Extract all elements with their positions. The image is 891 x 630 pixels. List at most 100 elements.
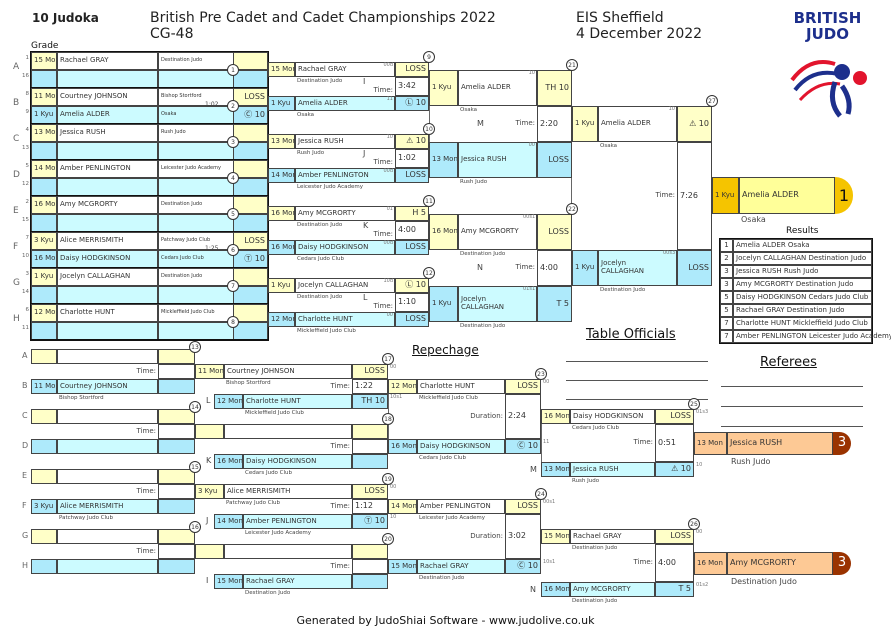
match-score[interactable]: LOSS	[395, 62, 429, 77]
competitor-grade[interactable]	[31, 469, 57, 484]
match-score[interactable]	[352, 544, 388, 559]
match-time[interactable]: 3:02	[505, 514, 541, 559]
result-entry[interactable]: Jocelyn CALLAGHAN Destination Judo	[733, 252, 872, 265]
competitor-grade[interactable]: 12 Mon	[388, 379, 417, 394]
match-score[interactable]: Ⓣ 10	[352, 514, 388, 529]
competitor-grade[interactable]: 13 Mon	[268, 134, 295, 149]
competitor-grade[interactable]: 11 Mon	[31, 88, 57, 106]
competitor-name[interactable]: Amber PENLINGTON	[243, 514, 352, 529]
bronze-place[interactable]: 3	[833, 552, 851, 575]
competitor-name[interactable]: Courtney JOHNSON	[57, 379, 158, 394]
competitor-grade[interactable]: 3 Kyu	[31, 232, 57, 250]
result-place[interactable]: 2	[720, 252, 733, 265]
match-score[interactable]: TH 10	[352, 394, 388, 409]
competitor-grade[interactable]: 16 Mon	[31, 196, 57, 214]
competitor-club[interactable]: Destination Judo	[158, 268, 233, 286]
match-score[interactable]	[233, 160, 268, 178]
competitor-grade[interactable]: 1 Kyu	[268, 278, 295, 293]
match-time[interactable]: 1:22	[352, 379, 388, 394]
competitor-grade[interactable]	[31, 214, 57, 232]
competitor-club[interactable]: Leicester Judo Academy	[158, 160, 233, 178]
match-score[interactable]	[233, 124, 268, 142]
competitor-name[interactable]: Rachael GRAY	[243, 574, 352, 589]
competitor-name[interactable]: Amelia ALDER	[57, 106, 158, 124]
competitor-grade[interactable]: 15 Mon	[31, 52, 57, 70]
competitor-club[interactable]: Bishop Stortford	[158, 88, 233, 106]
competitor-grade[interactable]: 16 Mon	[31, 250, 57, 268]
match-score[interactable]: LOSS	[505, 499, 541, 514]
competitor-grade[interactable]	[31, 349, 57, 364]
match-score[interactable]	[158, 379, 195, 394]
winner-name[interactable]: Amelia ALDER	[739, 177, 835, 214]
match-score[interactable]: LOSS	[233, 88, 268, 106]
match-time[interactable]: 2:24	[505, 394, 541, 439]
competitor-club[interactable]	[158, 214, 233, 232]
competitor-club[interactable]: Cedars Judo Club	[158, 250, 233, 268]
competitor-grade[interactable]	[31, 529, 57, 544]
match-time[interactable]	[158, 424, 195, 439]
match-score[interactable]: TH 10	[537, 70, 572, 106]
competitor-grade[interactable]	[31, 322, 57, 340]
competitor-grade[interactable]: 16 Mon	[268, 206, 295, 221]
competitor-name[interactable]: Rachael GRAY	[570, 529, 655, 544]
match-score[interactable]	[233, 196, 268, 214]
result-entry[interactable]: Jessica RUSH Rush Judo	[733, 265, 872, 278]
winner-grade[interactable]: 1 Kyu	[712, 177, 739, 214]
competitor-name[interactable]	[57, 469, 158, 484]
match-time[interactable]	[158, 484, 195, 499]
competitor-club[interactable]: Mickleffield Judo Club	[158, 304, 233, 322]
bronze-name[interactable]: Jessica RUSH	[727, 432, 833, 455]
competitor-name[interactable]: Daisy HODGKINSON	[243, 454, 352, 469]
competitor-club[interactable]	[158, 286, 233, 304]
match-score[interactable]	[352, 574, 388, 589]
competitor-grade[interactable]	[31, 142, 57, 160]
match-score[interactable]	[233, 52, 268, 70]
match-score[interactable]: LOSS	[395, 240, 429, 255]
result-entry[interactable]: Amelia ALDER Osaka	[733, 239, 872, 252]
competitor-name[interactable]: Jessica RUSH	[57, 124, 158, 142]
competitor-name[interactable]: Charlotte HUNT	[57, 304, 158, 322]
competitor-name[interactable]: Amelia ALDER	[598, 106, 677, 142]
competitor-name[interactable]: Amber PENLINGTON	[295, 168, 395, 183]
match-score[interactable]: LOSS	[505, 379, 541, 394]
competitor-grade[interactable]: 11 Mon	[31, 379, 57, 394]
match-score[interactable]: LOSS	[395, 312, 429, 327]
competitor-name[interactable]: Jocelyn CALLAGHAN	[458, 286, 537, 322]
match-score[interactable]	[158, 409, 195, 424]
match-time[interactable]	[352, 559, 388, 574]
competitor-grade[interactable]: 12 Mon	[214, 394, 243, 409]
competitor-name[interactable]: Charlotte HUNT	[295, 312, 395, 327]
match-time[interactable]: 4:00	[537, 250, 572, 286]
competitor-name[interactable]: Alice MERRISMITH	[57, 232, 158, 250]
competitor-grade[interactable]	[31, 409, 57, 424]
bronze-grade[interactable]: 16 Mon	[694, 552, 727, 575]
match-score[interactable]	[352, 424, 388, 439]
match-score[interactable]: ⚠ 10	[677, 106, 712, 142]
competitor-grade[interactable]: 14 Mon	[31, 160, 57, 178]
match-time[interactable]	[352, 439, 388, 454]
competitor-grade[interactable]: 16 Mon	[214, 454, 243, 469]
competitor-name[interactable]	[57, 214, 158, 232]
match-score[interactable]: T 5	[655, 582, 694, 597]
result-place[interactable]: 5	[720, 304, 733, 317]
competitor-grade[interactable]: 13 Mon	[31, 124, 57, 142]
competitor-name[interactable]: Charlotte HUNT	[417, 379, 505, 394]
match-time[interactable]: 3:42	[395, 77, 429, 96]
competitor-name[interactable]: Charlotte HUNT	[243, 394, 352, 409]
competitor-grade[interactable]: 16 Mon	[541, 409, 570, 424]
result-place[interactable]: 1	[720, 239, 733, 252]
result-entry[interactable]: Amy MCGRORTY Destination Judo	[733, 278, 872, 291]
competitor-name[interactable]	[57, 178, 158, 196]
competitor-name[interactable]	[224, 424, 352, 439]
competitor-club[interactable]: Rush Judo	[158, 124, 233, 142]
competitor-name[interactable]: Jessica RUSH	[570, 462, 655, 477]
match-score[interactable]: Ⓒ 10	[505, 439, 541, 454]
match-time[interactable]: 0:51	[655, 424, 694, 462]
competitor-name[interactable]	[57, 142, 158, 160]
competitor-grade[interactable]: 16 Mon	[388, 439, 417, 454]
match-score[interactable]: LOSS	[677, 250, 712, 286]
competitor-club[interactable]: Patchway Judo Club	[158, 232, 233, 250]
winner-place[interactable]: 1	[835, 177, 853, 214]
competitor-grade[interactable]	[31, 286, 57, 304]
match-score[interactable]: T 5	[537, 286, 572, 322]
